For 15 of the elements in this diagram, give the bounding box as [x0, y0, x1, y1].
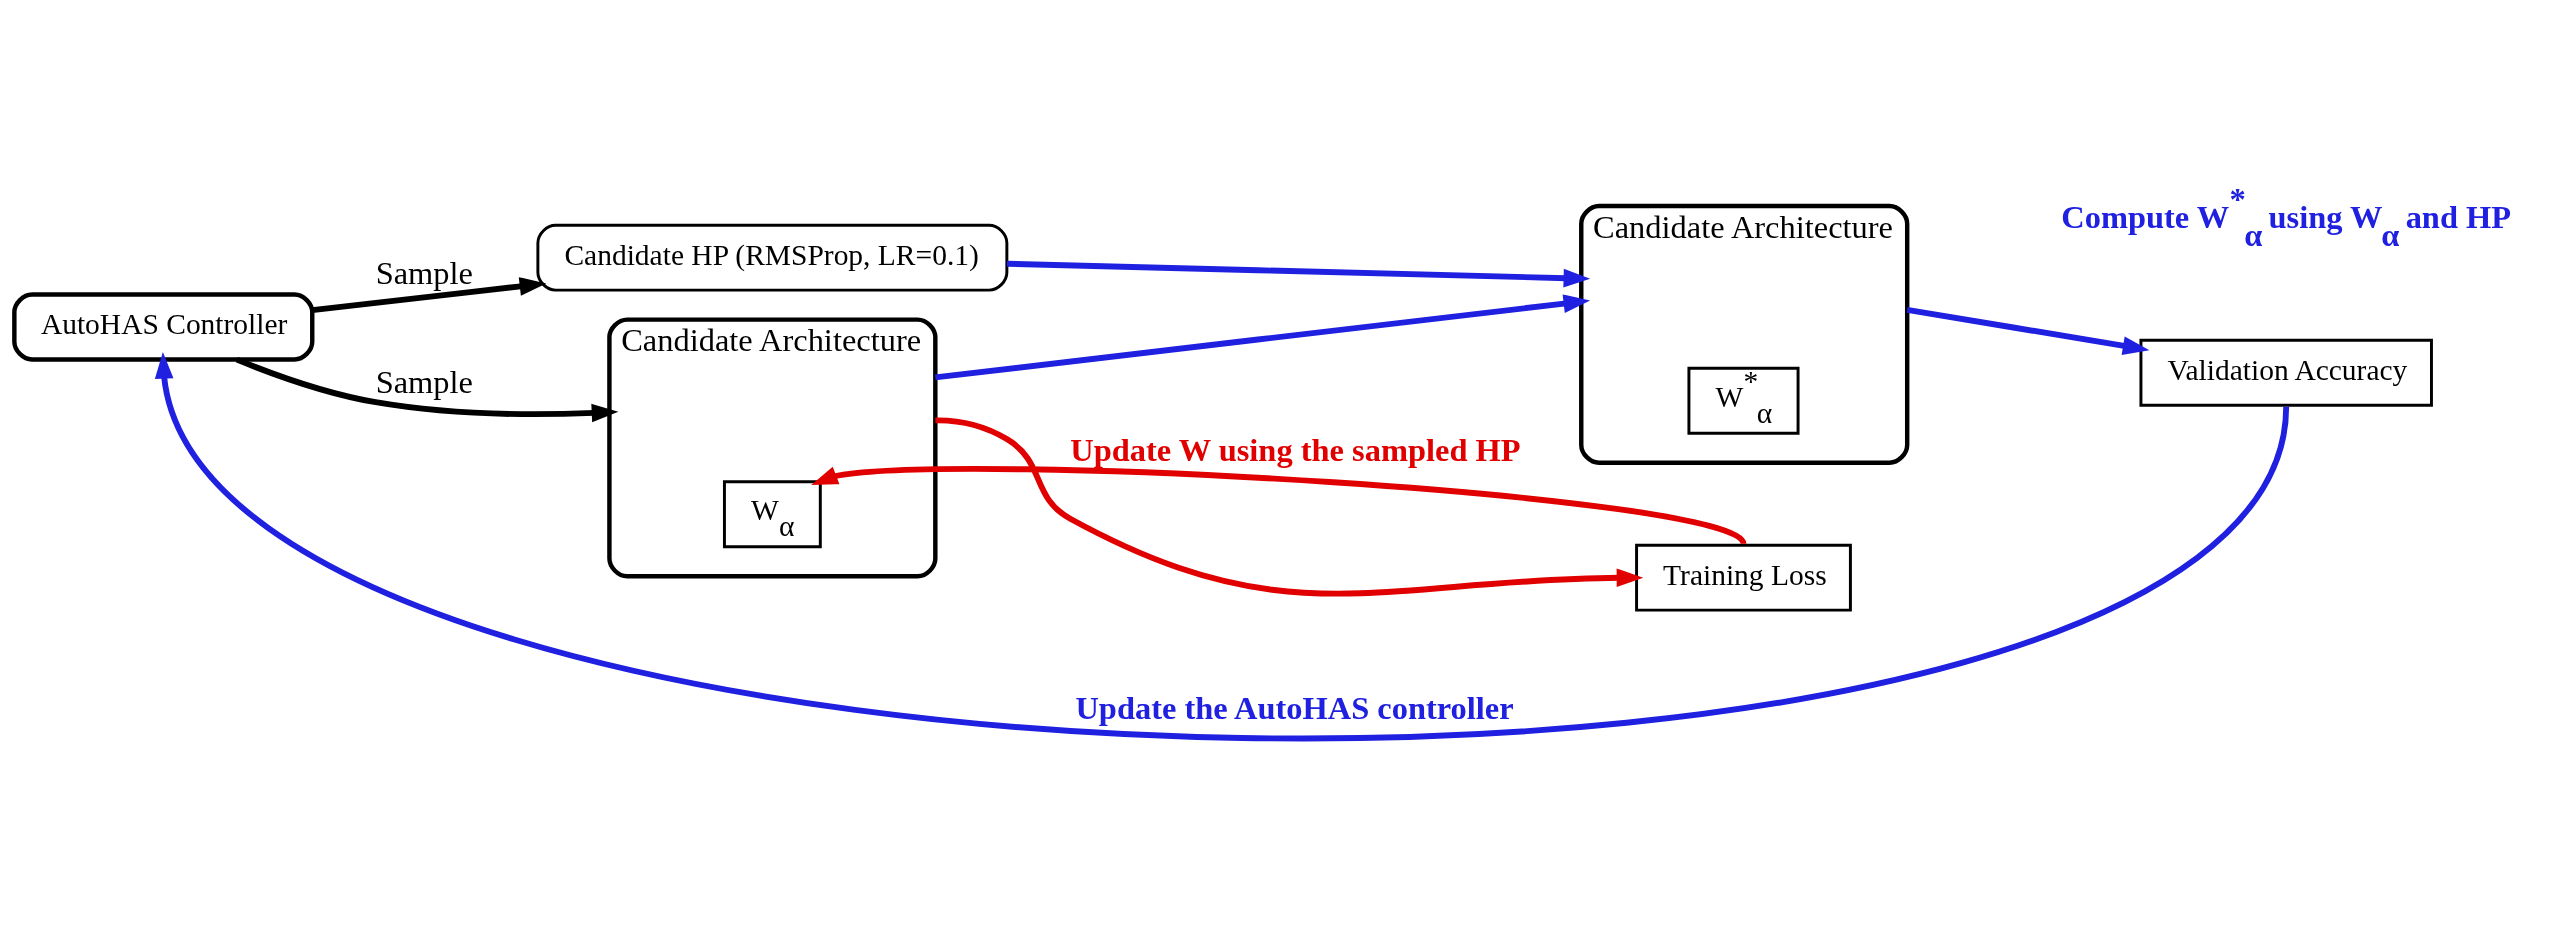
- node-box: Training Loss: [1635, 543, 1852, 612]
- arrow: [935, 293, 1591, 380]
- edge-label: Sample: [375, 363, 473, 400]
- arrow: [235, 356, 619, 422]
- edge-label: Update W using the sampled HP: [1070, 431, 1521, 468]
- node-box: Validation Accuracy: [2139, 338, 2433, 407]
- edge-label: Sample: [375, 254, 473, 291]
- arrow: [811, 465, 1746, 546]
- node-box: AutoHAS Controller: [12, 291, 315, 362]
- arrow: [1006, 260, 1591, 287]
- edge-label: Update the AutoHAS controller: [1075, 689, 1514, 726]
- arrow: [1906, 306, 2150, 355]
- arrow: [311, 276, 547, 313]
- node-box: Candidate HP (RMSProp, LR=0.1): [536, 223, 1009, 292]
- arrow: [935, 416, 1644, 596]
